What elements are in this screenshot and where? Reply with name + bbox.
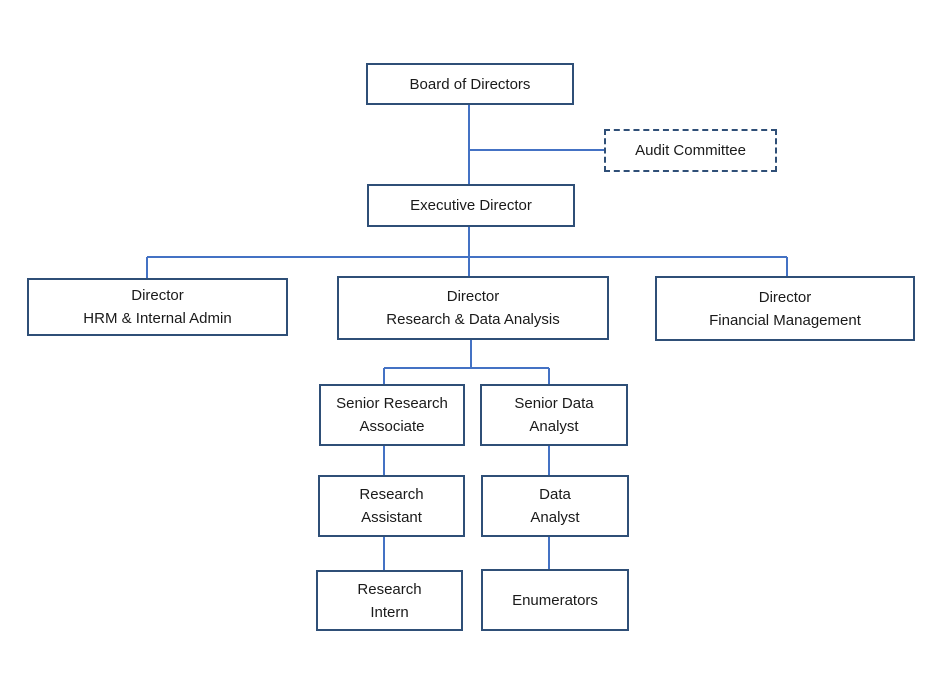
research-intern-line1: Research	[357, 580, 422, 598]
director-hrm-box: Director HRM & Internal Admin	[27, 278, 288, 336]
executive-director-box: Executive Director	[367, 184, 575, 227]
data-analyst-line2: Analyst	[530, 509, 580, 526]
research-assistant-box: Research Assistant	[318, 475, 465, 537]
audit-committee-box: Audit Committee	[604, 129, 777, 172]
enumerators-box: Enumerators	[481, 569, 629, 631]
director-research-box: Director Research & Data Analysis	[337, 276, 609, 340]
research-assistant-line2: Assistant	[361, 509, 422, 526]
director-research-dept: Research & Data Analysis	[386, 311, 560, 328]
research-intern-box: Research Intern	[316, 570, 463, 631]
director-finance-box: Director Financial Management	[655, 276, 915, 341]
research-intern-line2: Intern	[370, 603, 409, 621]
audit-committee-label: Audit Committee	[635, 142, 746, 159]
director-finance-title: Director	[758, 288, 812, 306]
data-analyst-box: Data Analyst	[481, 475, 629, 537]
board-of-directors-box: Board of Directors	[366, 63, 574, 105]
director-finance-dept: Financial Management	[709, 311, 861, 329]
senior-data-analyst-line2: Analyst	[529, 418, 579, 435]
director-research-title: Director	[446, 288, 500, 305]
enumerators-label: Enumerators	[512, 591, 598, 609]
executive-director-label: Executive Director	[410, 197, 532, 214]
senior-data-analyst-line1: Senior Data	[514, 395, 594, 412]
senior-research-associate-line1: Senior Research	[336, 395, 448, 412]
senior-research-associate-box: Senior Research Associate	[319, 384, 465, 446]
data-analyst-line1: Data	[539, 486, 571, 503]
director-hrm-title: Director	[131, 287, 184, 304]
board-of-directors-label: Board of Directors	[409, 75, 531, 93]
senior-data-analyst-box: Senior Data Analyst	[480, 384, 628, 446]
senior-research-associate-line2: Associate	[359, 418, 425, 435]
director-hrm-dept: HRM & Internal Admin	[83, 310, 232, 327]
research-assistant-line1: Research	[359, 486, 424, 503]
